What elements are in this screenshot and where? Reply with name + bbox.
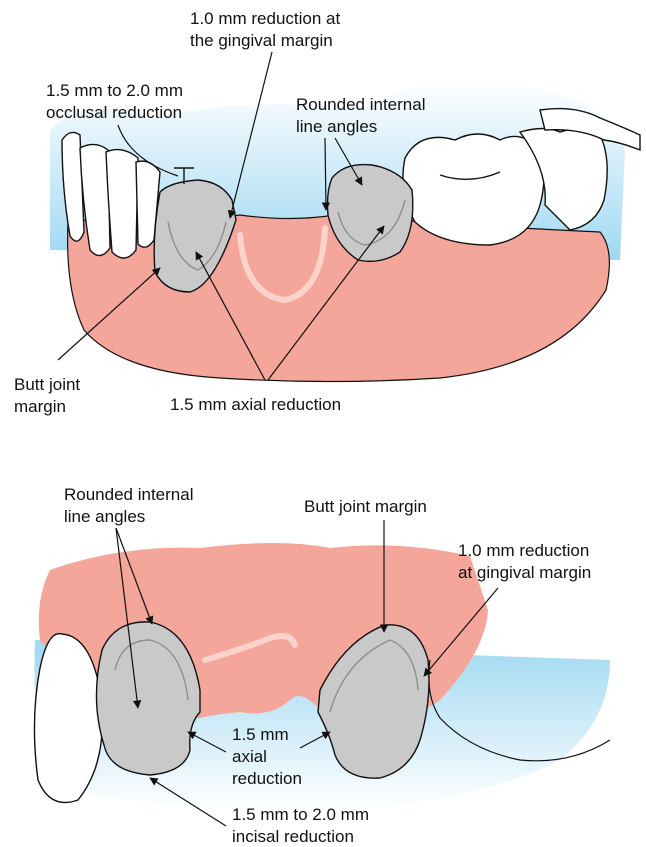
top-diagram: 1.0 mm reduction at the gingival margin … <box>14 9 640 416</box>
bottom-diagram: Rounded internal line angles Butt joint … <box>34 485 610 846</box>
bottom-label-butt-joint: Butt joint margin <box>304 497 427 516</box>
top-label-gingival-reduction: 1.0 mm reduction at the gingival margin <box>190 9 345 50</box>
bottom-label-incisal-reduction: 1.5 mm to 2.0 mm incisal reduction <box>232 805 374 846</box>
top-label-axial-reduction: 1.5 mm axial reduction <box>170 395 341 414</box>
bottom-label-gingival-reduction: 1.0 mm reduction at gingival margin <box>458 541 594 582</box>
top-label-butt-joint: Butt joint margin <box>14 375 85 416</box>
bottom-label-rounded-angles: Rounded internal line angles <box>64 485 198 526</box>
bottom-prep-tooth-left <box>96 622 200 775</box>
top-label-occlusal-reduction: 1.5 mm to 2.0 mm occlusal reduction <box>46 81 188 122</box>
